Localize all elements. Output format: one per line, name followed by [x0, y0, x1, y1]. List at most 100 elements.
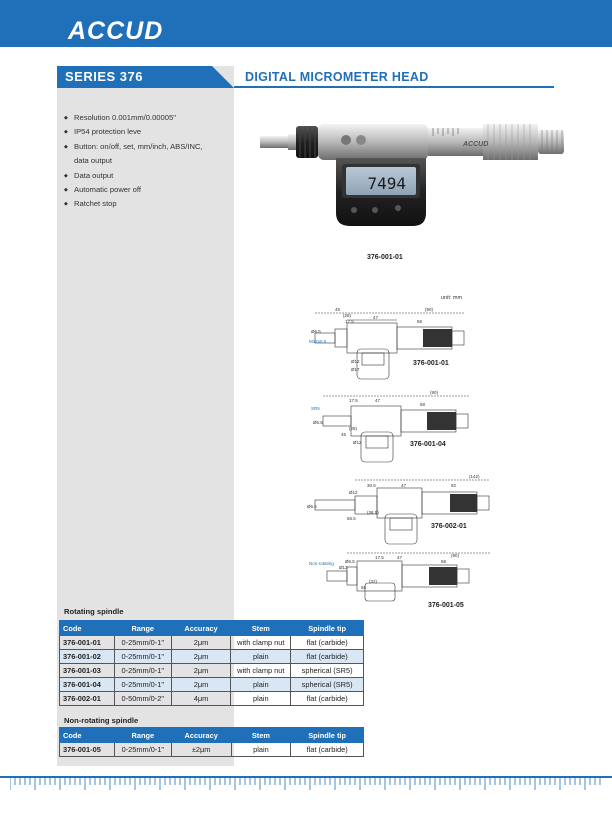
range-cell: 0-25mm/0-1"	[113, 649, 172, 664]
table-row: 376-002-01 0-50mm/0-2" 4μm plain flat (c…	[59, 691, 364, 706]
column-header: Range	[113, 727, 172, 743]
dim-text: (90)	[430, 390, 439, 395]
series-tab-shape	[57, 66, 234, 88]
drawing-376-001-05: Non-rotating 17.5 47 (90) 58 (32) 56 Ø6.…	[305, 547, 495, 602]
dim-text: 30.5	[367, 483, 376, 488]
dim-text: (28)	[343, 313, 352, 318]
feature-item: IP54 protection leve	[64, 125, 229, 140]
accuracy-cell: 2μm	[170, 635, 232, 650]
body-brand-text: ACCUD	[462, 141, 488, 148]
accud-logo: ACCUD	[68, 17, 164, 45]
accuracy-cell: 2μm	[170, 677, 232, 692]
tip-cell: flat (carbide)	[290, 742, 364, 757]
footer-rule	[0, 776, 612, 778]
dim-text: Ø6.5	[311, 329, 321, 334]
table-row: 376-001-01 0-25mm/0-1" 2μm with clamp nu…	[59, 635, 364, 650]
nonrotating-spindle-table: Code Range Accuracy Stem Spindle tip 376…	[59, 727, 364, 757]
range-cell: 0-25mm/0-1"	[113, 635, 172, 650]
stem-cell: plain	[230, 677, 292, 692]
dim-text: Ø6.5	[313, 420, 323, 425]
dim-text: Ø6.5	[345, 559, 355, 564]
dim-text: 17.5	[349, 398, 358, 403]
drawing-caption: 376-002-01	[431, 523, 467, 530]
feature-item-continued: data output	[74, 156, 113, 166]
range-cell: 0-25mm/0-1"	[113, 663, 172, 678]
dim-text: (90)	[451, 553, 460, 558]
dim-text: 47	[375, 398, 381, 403]
table-header-row: Code Range Accuracy Stem Spindle tip	[59, 620, 364, 636]
column-header: Code	[59, 727, 115, 743]
dim-text: (38.5)	[367, 510, 379, 515]
lcd-reading: 7494	[367, 174, 406, 193]
dim-text: 58	[441, 559, 447, 564]
dim-text: 56	[361, 585, 367, 590]
dim-text: Ø12	[349, 490, 358, 495]
dim-text: 92	[451, 483, 457, 488]
heading-underline	[234, 86, 554, 88]
column-header: Stem	[230, 620, 292, 636]
stem-cell: plain	[230, 649, 292, 664]
dim-text: 58	[417, 319, 423, 324]
column-header: Spindle tip	[290, 620, 364, 636]
feature-list: Resolution 0.001mm/0.00005" IP54 protect…	[64, 111, 229, 212]
dim-text: Ø12	[353, 440, 362, 445]
accuracy-cell: 4μm	[170, 691, 232, 706]
dim-text: Ø17	[351, 367, 360, 372]
code-cell: 376-001-04	[59, 677, 115, 692]
feature-item: Data output	[64, 169, 229, 184]
table-row: 376-001-05 0-25mm/0-1" ±2μm plain flat (…	[59, 742, 364, 757]
drawing-376-001-01: 45 (28) 17.5 47 (90) 58 M12x0.5 Ø6.5 Ø12…	[305, 303, 480, 388]
stem-cell: plain	[230, 742, 292, 757]
table-row: 376-001-04 0-25mm/0-1" 2μm plain spheric…	[59, 677, 364, 692]
series-tab	[57, 66, 234, 88]
tip-cell: flat (carbide)	[290, 649, 364, 664]
nonrotating-spindle-title: Non-rotating spindle	[64, 716, 139, 725]
tip-cell: spherical (SR5)	[290, 677, 364, 692]
column-header: Stem	[230, 727, 292, 743]
column-header: Accuracy	[170, 727, 232, 743]
drawing-caption: 376-001-05	[428, 602, 464, 609]
code-cell: 376-001-01	[59, 635, 115, 650]
drawing-376-002-01: 30.5 47 (142) 92 (38.5) 66.5 Ø6.5 Ø12	[305, 472, 495, 547]
product-photo: ACCUD 7494	[258, 118, 568, 233]
product-caption: 376-001-01	[367, 254, 403, 261]
column-header: Accuracy	[170, 620, 232, 636]
dim-text: 45	[335, 307, 341, 312]
feature-item: Automatic power off	[64, 183, 229, 198]
rotating-spindle-title: Rotating spindle	[64, 607, 124, 616]
dim-text: 47	[401, 483, 407, 488]
dim-text: (28)	[349, 426, 358, 431]
page-title: DIGITAL MICROMETER HEAD	[245, 70, 429, 84]
dim-text: SR5	[311, 406, 320, 411]
column-header: Code	[59, 620, 115, 636]
range-cell: 0-25mm/0-1"	[113, 742, 172, 757]
feature-item: Resolution 0.001mm/0.00005"	[64, 111, 229, 126]
dim-text: 47	[397, 555, 403, 560]
stem-cell: with clamp nut	[230, 663, 292, 678]
stem-cell: plain	[230, 691, 292, 706]
unit-label: unit: mm	[441, 295, 463, 301]
drawing-376-001-04: SR5 17.5 47 (90) 58 (28) 45 Ø6.5 Ø12	[305, 390, 480, 465]
feature-item: Button: on/off, set, mm/inch, ABS/INC,	[64, 140, 229, 155]
drawing-caption: 376-001-04	[410, 441, 446, 448]
drawing-caption: 376-001-01	[413, 360, 449, 367]
code-cell: 376-001-03	[59, 663, 115, 678]
code-cell: 376-001-02	[59, 649, 115, 664]
dim-text: 66.5	[347, 516, 356, 521]
feature-item: Ratchet stop	[64, 197, 229, 212]
table-row: 376-001-03 0-25mm/0-1" 2μm with clamp nu…	[59, 663, 364, 678]
stem-cell: with clamp nut	[230, 635, 292, 650]
dim-text: 45	[341, 432, 347, 437]
dim-text: 17.5	[375, 555, 384, 560]
code-cell: 376-002-01	[59, 691, 115, 706]
tip-cell: flat (carbide)	[290, 691, 364, 706]
header-bar	[0, 0, 612, 47]
column-header: Spindle tip	[290, 727, 364, 743]
footer-ruler-decoration	[10, 778, 601, 790]
table-row: 376-001-02 0-25mm/0-1" 2μm plain flat (c…	[59, 649, 364, 664]
dim-text: (32)	[369, 579, 378, 584]
dim-text: 47	[373, 315, 379, 320]
accuracy-cell: 2μm	[170, 663, 232, 678]
range-cell: 0-25mm/0-1"	[113, 677, 172, 692]
series-label: SERIES 376	[65, 69, 143, 84]
